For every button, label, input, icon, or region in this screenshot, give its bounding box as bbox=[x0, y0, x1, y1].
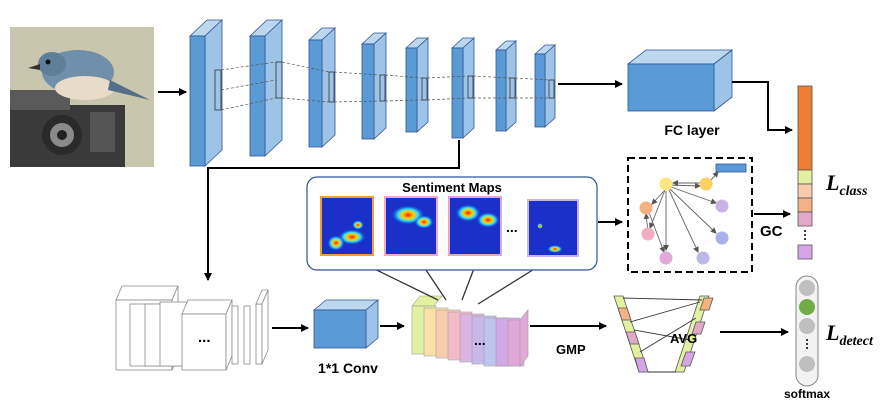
softmax-label: softmax bbox=[784, 387, 830, 401]
heatmap-3 bbox=[448, 196, 502, 256]
input-image bbox=[10, 27, 154, 167]
gmp-label: GMP bbox=[556, 342, 586, 357]
avg-label: AVG bbox=[670, 331, 697, 346]
loss-detect-label: Ldetect bbox=[825, 320, 874, 349]
class-score-bar bbox=[797, 85, 813, 260]
gc-label: GC bbox=[760, 223, 783, 240]
loss-class-label: Lclass bbox=[825, 170, 868, 199]
graph-nodes bbox=[639, 163, 747, 265]
feature-stack-ellipsis: ... bbox=[198, 329, 211, 346]
feature-map-stack bbox=[115, 285, 269, 371]
gmp-vector-right bbox=[674, 295, 714, 373]
fc-layer-block bbox=[626, 49, 734, 112]
heatmaps-ellipsis: ... bbox=[506, 219, 518, 235]
fc-layer-label: FC layer bbox=[664, 122, 720, 138]
sentiment-stack-ellipsis: ... bbox=[474, 332, 486, 348]
heatmap-2 bbox=[384, 196, 438, 256]
conv-1x1-block bbox=[312, 299, 380, 349]
sentiment-maps-title: Sentiment Maps bbox=[402, 180, 502, 195]
avg-connections bbox=[622, 297, 703, 373]
heatmap-1 bbox=[320, 196, 374, 256]
sentiment-feature-stack bbox=[411, 295, 529, 367]
conv-label: 1*1 Conv bbox=[318, 360, 378, 376]
cnn-backbone bbox=[188, 19, 557, 167]
gmp-vector-left bbox=[613, 295, 649, 373]
svg-text:Ldetect: Ldetect bbox=[825, 320, 874, 349]
svg-text:Lclass: Lclass bbox=[825, 170, 868, 199]
graph-panel bbox=[627, 157, 753, 273]
heatmap-4 bbox=[527, 199, 579, 257]
softmax-column bbox=[795, 275, 819, 387]
